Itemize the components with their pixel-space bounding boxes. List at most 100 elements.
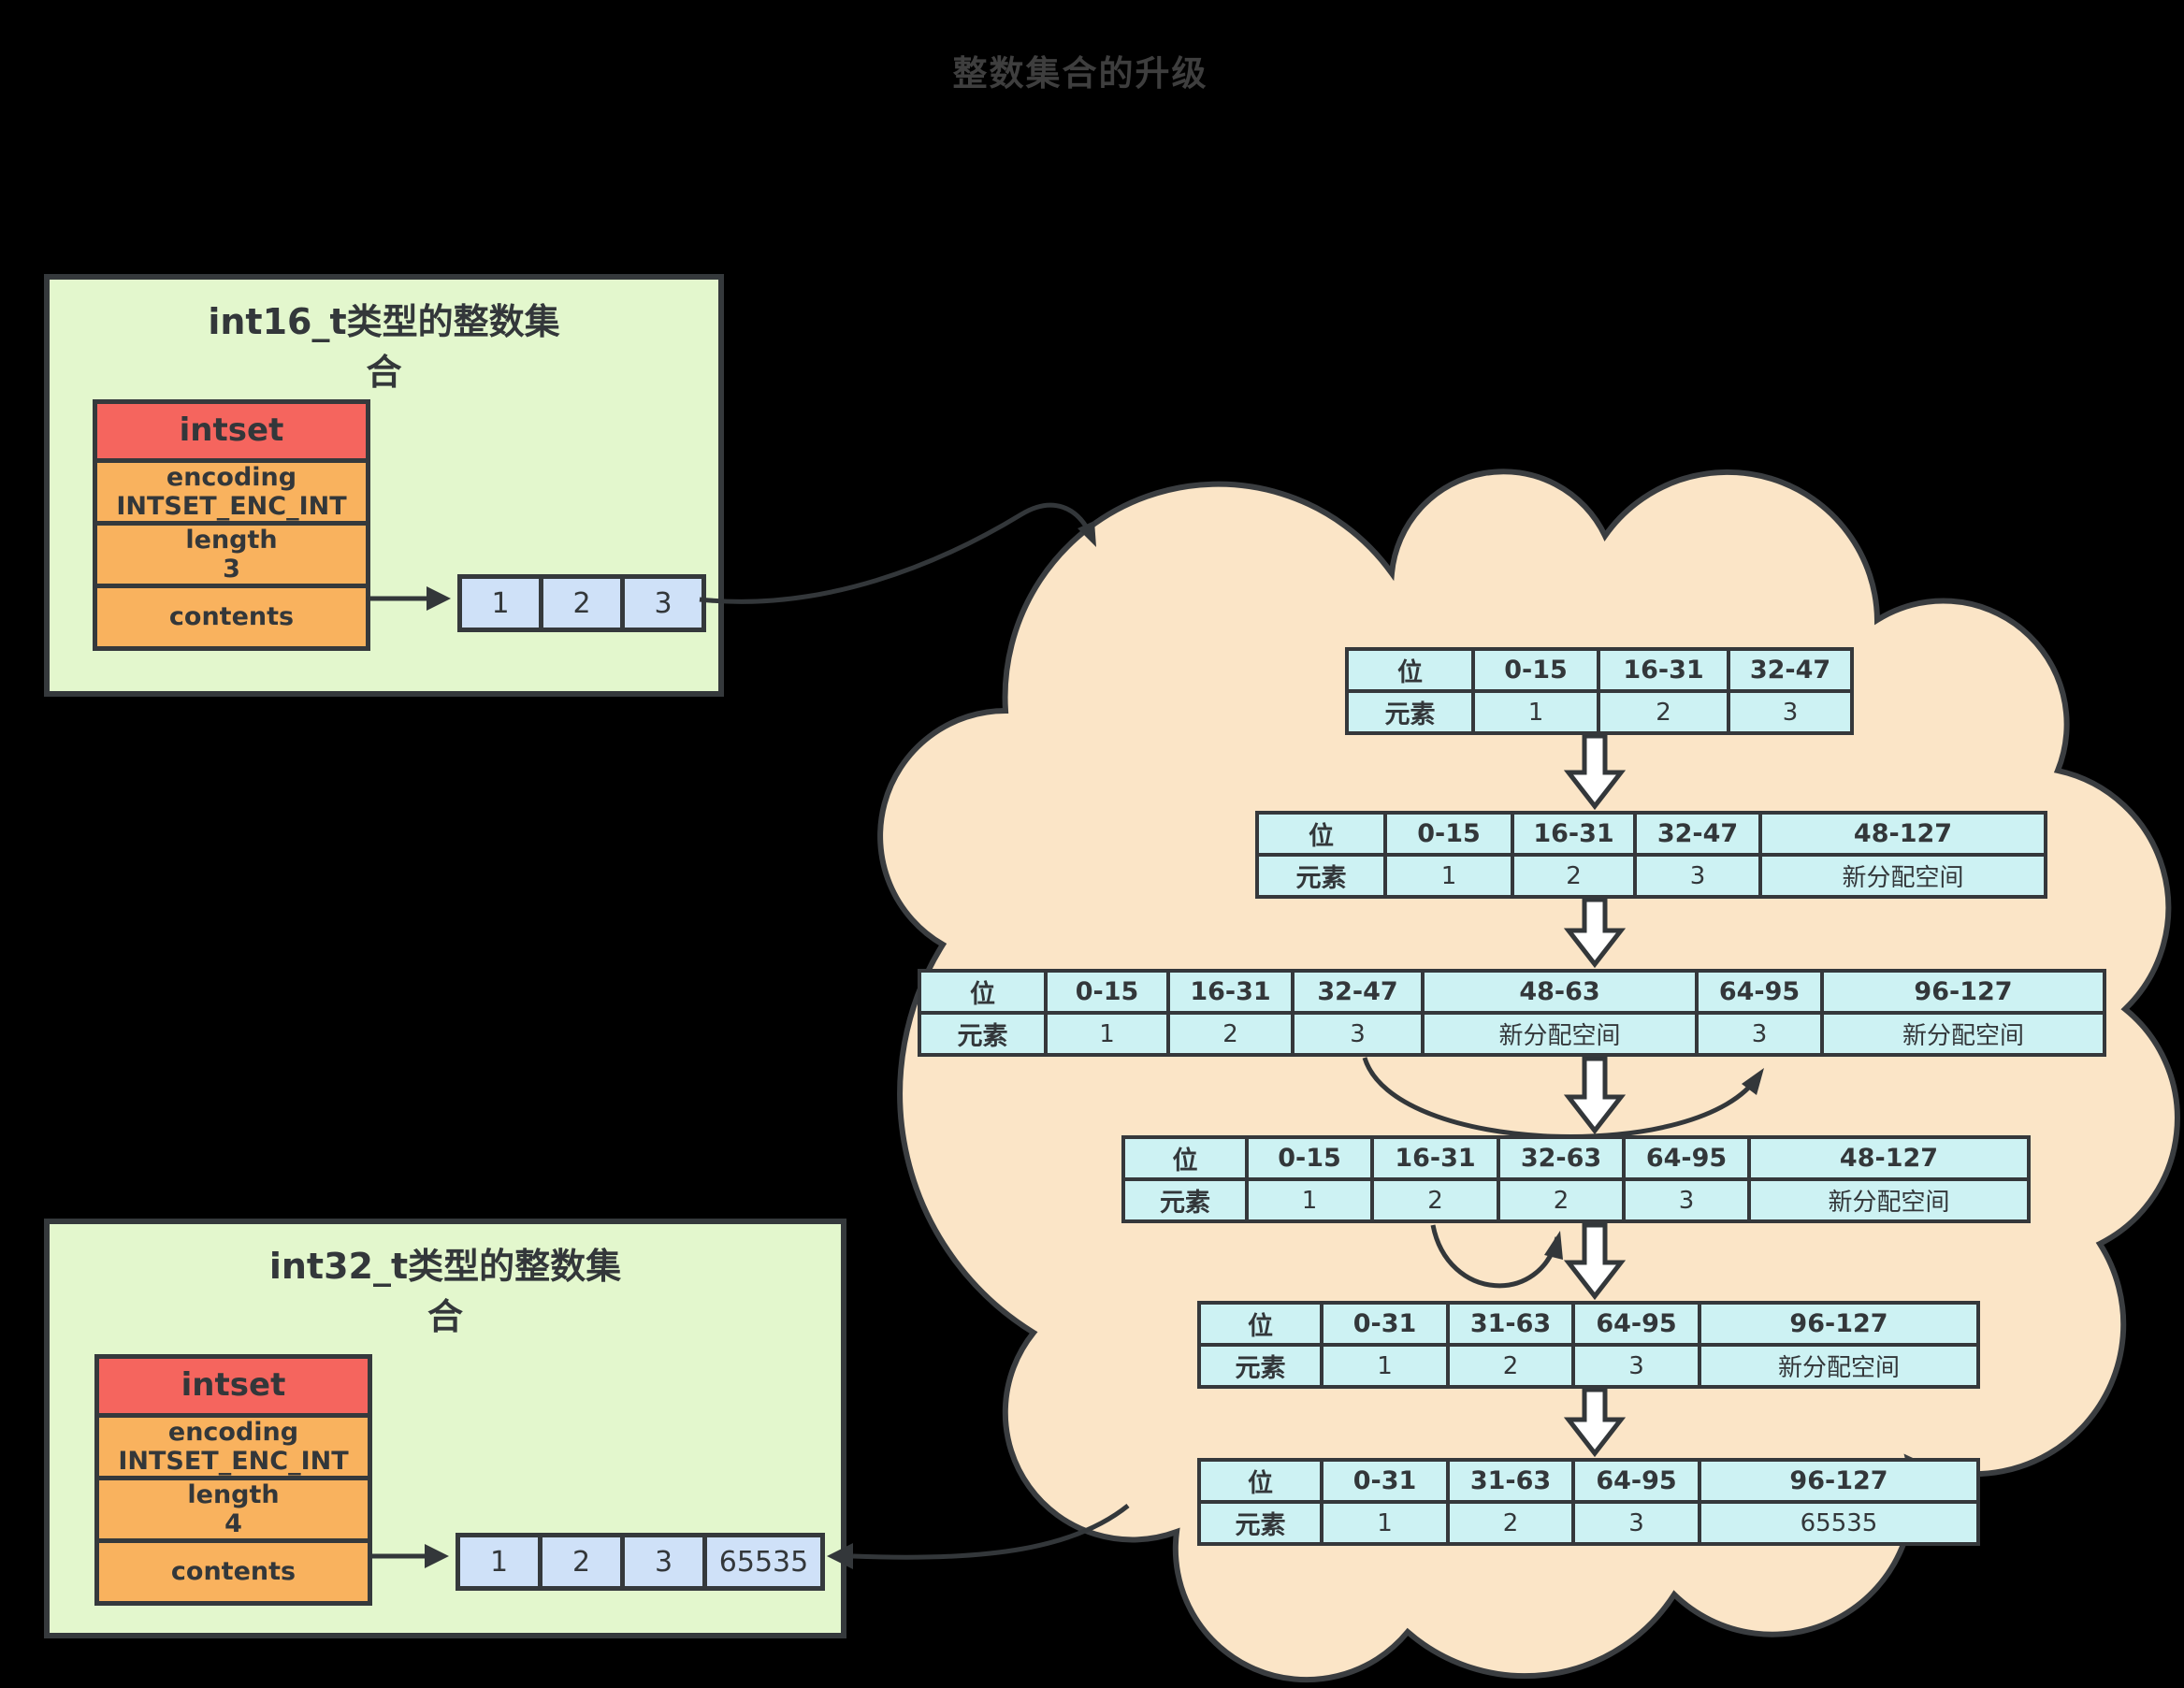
- bit-cell: 0-15: [1387, 815, 1511, 853]
- copy-arc-arrow-table4: [1430, 1224, 1563, 1289]
- elem-label-cell: 元素: [1201, 1347, 1320, 1385]
- contents-row: contents: [99, 1543, 368, 1601]
- elem-cell: 2: [1600, 693, 1727, 731]
- elem-cell: 新分配空间: [1824, 1015, 2103, 1053]
- cloud-table-5: 位 0-31 31-63 64-95 96-127 元素 1 2 3 新分配空间: [1197, 1301, 1980, 1389]
- bit-label-cell: 位: [921, 973, 1044, 1011]
- bit-cell: 96-127: [1824, 973, 2103, 1011]
- result-arrow-from-cloud: [827, 1504, 1130, 1569]
- elem-cell: 65535: [1701, 1504, 1976, 1542]
- bit-cell: 64-95: [1699, 973, 1820, 1011]
- length-label: length: [185, 525, 278, 555]
- bit-cell: 16-31: [1170, 973, 1291, 1011]
- copy-arc-arrow-table3: [1362, 1057, 1764, 1140]
- array-cell: 1: [462, 579, 539, 628]
- contents-row: contents: [97, 588, 366, 646]
- int32-box: int32_t类型的整数集 合 intset encoding INTSET_E…: [44, 1219, 846, 1638]
- elem-label-cell: 元素: [1201, 1504, 1320, 1542]
- elem-cell: 3: [1637, 857, 1758, 895]
- elem-cell: 新分配空间: [1701, 1347, 1976, 1385]
- bit-cell: 32-47: [1637, 815, 1758, 853]
- elem-cell: 新分配空间: [1751, 1181, 2027, 1219]
- int16-box-title: int16_t类型的整数集 合: [50, 296, 718, 397]
- elem-cell: 2: [1450, 1347, 1571, 1385]
- bit-cell: 16-31: [1600, 651, 1727, 689]
- down-arrow-icon-3: [1563, 1056, 1627, 1135]
- intset-header-cell: intset: [99, 1359, 368, 1413]
- bit-cell: 0-15: [1249, 1139, 1370, 1177]
- down-arrow-icon-1: [1563, 733, 1627, 811]
- bit-cell: 96-127: [1701, 1305, 1976, 1343]
- elem-label-cell: 元素: [1125, 1181, 1245, 1219]
- cloud-table-1: 位 0-15 16-31 32-47 元素 1 2 3: [1345, 647, 1854, 735]
- elem-cell: 2: [1450, 1504, 1571, 1542]
- contents-label: contents: [170, 1557, 297, 1587]
- bit-cell: 64-95: [1575, 1305, 1698, 1343]
- elem-cell: 1: [1475, 693, 1597, 731]
- encoding-value: INTSET_ENC_INT: [116, 492, 347, 521]
- cloud-table-6: 位 0-31 31-63 64-95 96-127 元素 1 2 3 65535: [1197, 1458, 1980, 1546]
- elem-cell: 新分配空间: [1425, 1015, 1695, 1053]
- bit-cell: 16-31: [1374, 1139, 1497, 1177]
- elem-cell: 3: [1294, 1015, 1421, 1053]
- int16-value-array: 1 2 3: [457, 574, 706, 632]
- array-cell: 3: [625, 1537, 702, 1586]
- encoding-row: encoding INTSET_ENC_INT: [97, 463, 366, 521]
- int32-intset-table: intset encoding INTSET_ENC_INT length 4 …: [94, 1354, 372, 1606]
- bit-cell: 64-95: [1626, 1139, 1747, 1177]
- elem-label-cell: 元素: [1259, 857, 1383, 895]
- down-arrow-icon-5: [1563, 1387, 1627, 1458]
- bit-cell: 64-95: [1575, 1462, 1698, 1500]
- encoding-value: INTSET_ENC_INT: [118, 1447, 349, 1476]
- length-value: 3: [223, 555, 240, 584]
- elem-cell: 2: [1170, 1015, 1291, 1053]
- int32-box-title-line1: int32_t类型的整数集: [268, 1246, 622, 1287]
- elem-cell: 新分配空间: [1762, 857, 2044, 895]
- array-cell: 2: [542, 1537, 620, 1586]
- bit-cell: 0-15: [1475, 651, 1597, 689]
- elem-cell: 3: [1575, 1504, 1698, 1542]
- elem-cell: 3: [1730, 693, 1850, 731]
- cloud-table-4: 位 0-15 16-31 32-63 64-95 48-127 元素 1 2 2…: [1121, 1135, 2031, 1223]
- down-arrow-icon-4: [1563, 1222, 1627, 1301]
- int32-box-title-line2: 合: [427, 1296, 463, 1337]
- bit-cell: 32-47: [1730, 651, 1850, 689]
- elem-cell: 3: [1699, 1015, 1820, 1053]
- bit-label-cell: 位: [1201, 1305, 1320, 1343]
- bit-label-cell: 位: [1201, 1462, 1320, 1500]
- int32-value-array: 1 2 3 65535: [456, 1533, 825, 1591]
- bit-cell: 32-63: [1500, 1139, 1622, 1177]
- encoding-label: encoding: [166, 462, 297, 492]
- int16-box: int16_t类型的整数集 合 intset encoding INTSET_E…: [44, 274, 724, 697]
- bit-cell: 32-47: [1294, 973, 1421, 1011]
- length-value: 4: [224, 1509, 242, 1538]
- int16-box-title-line1: int16_t类型的整数集: [208, 301, 560, 342]
- elem-label-cell: 元素: [1349, 693, 1471, 731]
- bit-cell: 31-63: [1450, 1305, 1571, 1343]
- array-cell: 1: [460, 1537, 538, 1586]
- intset-header-cell: intset: [97, 404, 366, 458]
- elem-cell: 3: [1626, 1181, 1747, 1219]
- bit-label-cell: 位: [1259, 815, 1383, 853]
- int16-intset-table: intset encoding INTSET_ENC_INT length 3 …: [93, 399, 370, 651]
- elem-cell: 2: [1514, 857, 1633, 895]
- elem-cell: 2: [1374, 1181, 1497, 1219]
- bit-cell: 16-31: [1514, 815, 1633, 853]
- cloud-table-3: 位 0-15 16-31 32-47 48-63 64-95 96-127 元素…: [918, 969, 2106, 1057]
- bit-cell: 48-127: [1751, 1139, 2027, 1177]
- elem-cell: 2: [1500, 1181, 1622, 1219]
- bit-cell: 0-15: [1048, 973, 1166, 1011]
- elem-cell: 1: [1249, 1181, 1370, 1219]
- bit-cell: 0-31: [1323, 1462, 1446, 1500]
- encoding-row: encoding INTSET_ENC_INT: [99, 1418, 368, 1476]
- bit-label-cell: 位: [1349, 651, 1471, 689]
- down-arrow-icon-2: [1563, 897, 1627, 969]
- bit-cell: 48-127: [1762, 815, 2044, 853]
- elem-label-cell: 元素: [921, 1015, 1044, 1053]
- length-row: length 3: [97, 526, 366, 584]
- elem-cell: 1: [1323, 1347, 1446, 1385]
- encoding-label: encoding: [167, 1417, 299, 1447]
- int32-box-title: int32_t类型的整数集 合: [50, 1241, 841, 1342]
- bit-cell: 0-31: [1323, 1305, 1446, 1343]
- bit-label-cell: 位: [1125, 1139, 1245, 1177]
